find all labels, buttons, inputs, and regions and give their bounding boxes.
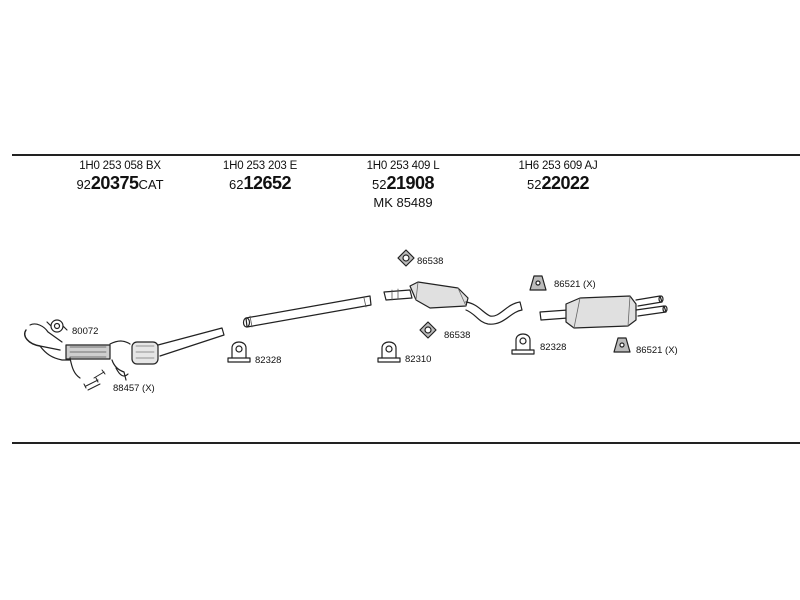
- label-bracket-top: 86538: [417, 256, 444, 267]
- gasket-icon: [46, 319, 68, 333]
- section-header-middle-silencer: 1H0 253 409 L 5221908 MK 85489: [348, 160, 458, 210]
- clamp-icon: [227, 341, 251, 363]
- part-number: 5222022: [526, 173, 590, 193]
- part-number: 6212652: [228, 173, 292, 193]
- oe-number: 1H0 253 058 BX: [79, 160, 161, 172]
- mounting-kit-number: MK 85489: [373, 195, 433, 210]
- intermediate-pipe-image: [242, 295, 372, 328]
- clamp-icon: [511, 333, 535, 355]
- label-clamp: 82328: [255, 355, 282, 366]
- label-clamp: 82328: [540, 342, 567, 353]
- part-number: 5221908: [371, 173, 435, 193]
- label-clamp: 82310: [405, 354, 432, 365]
- label-hanger-top: 86521 (X): [554, 279, 596, 290]
- clamp-icon: [377, 341, 401, 363]
- label-bracket-low: 86538: [444, 330, 471, 341]
- label-bolt-kit: 88457 (X): [113, 383, 155, 394]
- top-divider-line: [12, 154, 800, 156]
- catalytic-converter-image: [24, 323, 225, 381]
- part-number: 9220375CAT: [76, 173, 164, 193]
- section-header-rear-silencer: 1H6 253 609 AJ 5222022: [498, 160, 618, 194]
- oe-number: 1H0 253 203 E: [222, 160, 298, 172]
- bottom-divider-line: [12, 442, 800, 444]
- oe-number: 1H0 253 409 L: [366, 160, 440, 172]
- oe-number: 1H6 253 609 AJ: [518, 160, 598, 172]
- rubber-bracket-icon: [419, 321, 437, 339]
- section-header-intermediate-pipe: 1H0 253 203 E 6212652: [205, 160, 315, 194]
- bolt-kit-icon: [83, 369, 106, 391]
- section-header-catalytic-converter: 1H0 253 058 BX 9220375CAT: [60, 160, 180, 194]
- rear-silencer-image: [539, 295, 668, 329]
- rubber-hanger-icon: [613, 337, 631, 353]
- label-hanger-low: 86521 (X): [636, 345, 678, 356]
- rubber-hanger-icon: [529, 275, 547, 291]
- label-gasket: 80072: [72, 326, 99, 337]
- middle-silencer-image: [383, 281, 523, 325]
- rubber-bracket-icon: [397, 249, 415, 267]
